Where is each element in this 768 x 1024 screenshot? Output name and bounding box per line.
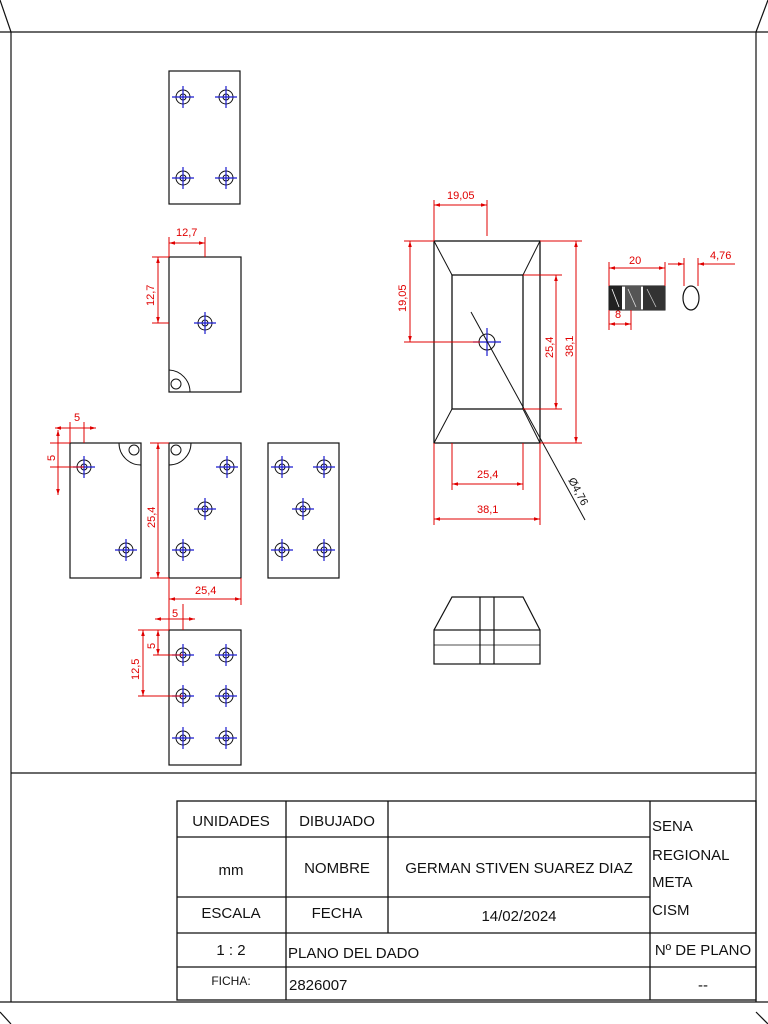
dim-label: 12,7 [145, 285, 157, 306]
units-label: UNIDADES [192, 813, 270, 830]
nombre-value: GERMAN STIVEN SUAREZ DIAZ [405, 860, 633, 877]
ficha-label: FICHA: [211, 974, 250, 988]
fecha-label: FECHA [312, 905, 363, 922]
die-face-five [267, 442, 340, 579]
org-line: CISM [652, 902, 690, 919]
pip-icon [193, 497, 217, 521]
fecha-value: 14/02/2024 [481, 908, 556, 925]
dim-label: 5 [172, 608, 178, 620]
pip-icon [214, 726, 238, 750]
pip-icon [171, 85, 195, 109]
dim-label: 19,05 [447, 190, 475, 202]
org-line: SENA [652, 818, 693, 835]
dim-label: 25,4 [477, 469, 498, 481]
org-line: REGIONAL [652, 847, 730, 864]
die-face-six: 5 5 12,5 [130, 604, 242, 766]
ficha-value: 2826007 [289, 977, 347, 994]
dim-label: 4,76 [710, 250, 731, 262]
die-front-view [433, 596, 541, 665]
plano-number-value: -- [698, 977, 708, 994]
pip-icon [215, 455, 239, 479]
dim-label: 38,1 [564, 336, 576, 357]
pip-icon [214, 643, 238, 667]
pip-icon [193, 311, 217, 335]
die-top-view: Ø4,76 19,05 19,05 25,4 38,1 25,4 38,1 [397, 190, 590, 525]
pip-icon [312, 538, 336, 562]
dibujado-label: DIBUJADO [299, 813, 375, 830]
pip-detail-view: 4,76 [668, 250, 735, 311]
die-face-four [168, 70, 241, 205]
pip-icon [270, 455, 294, 479]
die-face-three: 25,4 25,4 [146, 442, 242, 605]
pip-icon [214, 684, 238, 708]
org-line: META [652, 874, 693, 891]
pip-icon [171, 726, 195, 750]
die-face-one: 12,7 12,7 [145, 227, 242, 393]
pip-icon [291, 497, 315, 521]
dim-label: 25,4 [544, 337, 556, 358]
dim-label: 19,05 [397, 284, 409, 312]
units-value: mm [219, 862, 244, 879]
nombre-label: NOMBRE [304, 860, 370, 877]
pip-icon [171, 166, 195, 190]
pip-icon [214, 166, 238, 190]
dim-label: 12,7 [176, 227, 197, 239]
dim-label: 5 [46, 455, 58, 461]
dim-label: 5 [146, 643, 158, 649]
pip-icon [114, 538, 138, 562]
scale-value: 1 : 2 [216, 942, 245, 959]
dim-label: 5 [74, 412, 80, 424]
dim-label: 20 [629, 255, 641, 267]
dim-label: 8 [615, 309, 621, 321]
dim-label: 12,5 [130, 659, 142, 680]
escala-label: ESCALA [201, 905, 260, 922]
pip-icon [312, 455, 336, 479]
dim-label: 25,4 [146, 507, 158, 528]
plano-number-label: Nº DE PLANO [655, 942, 751, 959]
die-section-view: 20 8 [608, 255, 666, 330]
pip-icon [214, 85, 238, 109]
plano-name: PLANO DEL DADO [288, 945, 419, 962]
dim-label: 38,1 [477, 504, 498, 516]
pip-icon [171, 538, 195, 562]
pip-icon [270, 538, 294, 562]
title-block: UNIDADES DIBUJADO mm NOMBRE GERMAN STIVE… [176, 800, 757, 1001]
die-face-two: 5 5 [46, 412, 142, 579]
dim-label: 25,4 [195, 585, 216, 597]
